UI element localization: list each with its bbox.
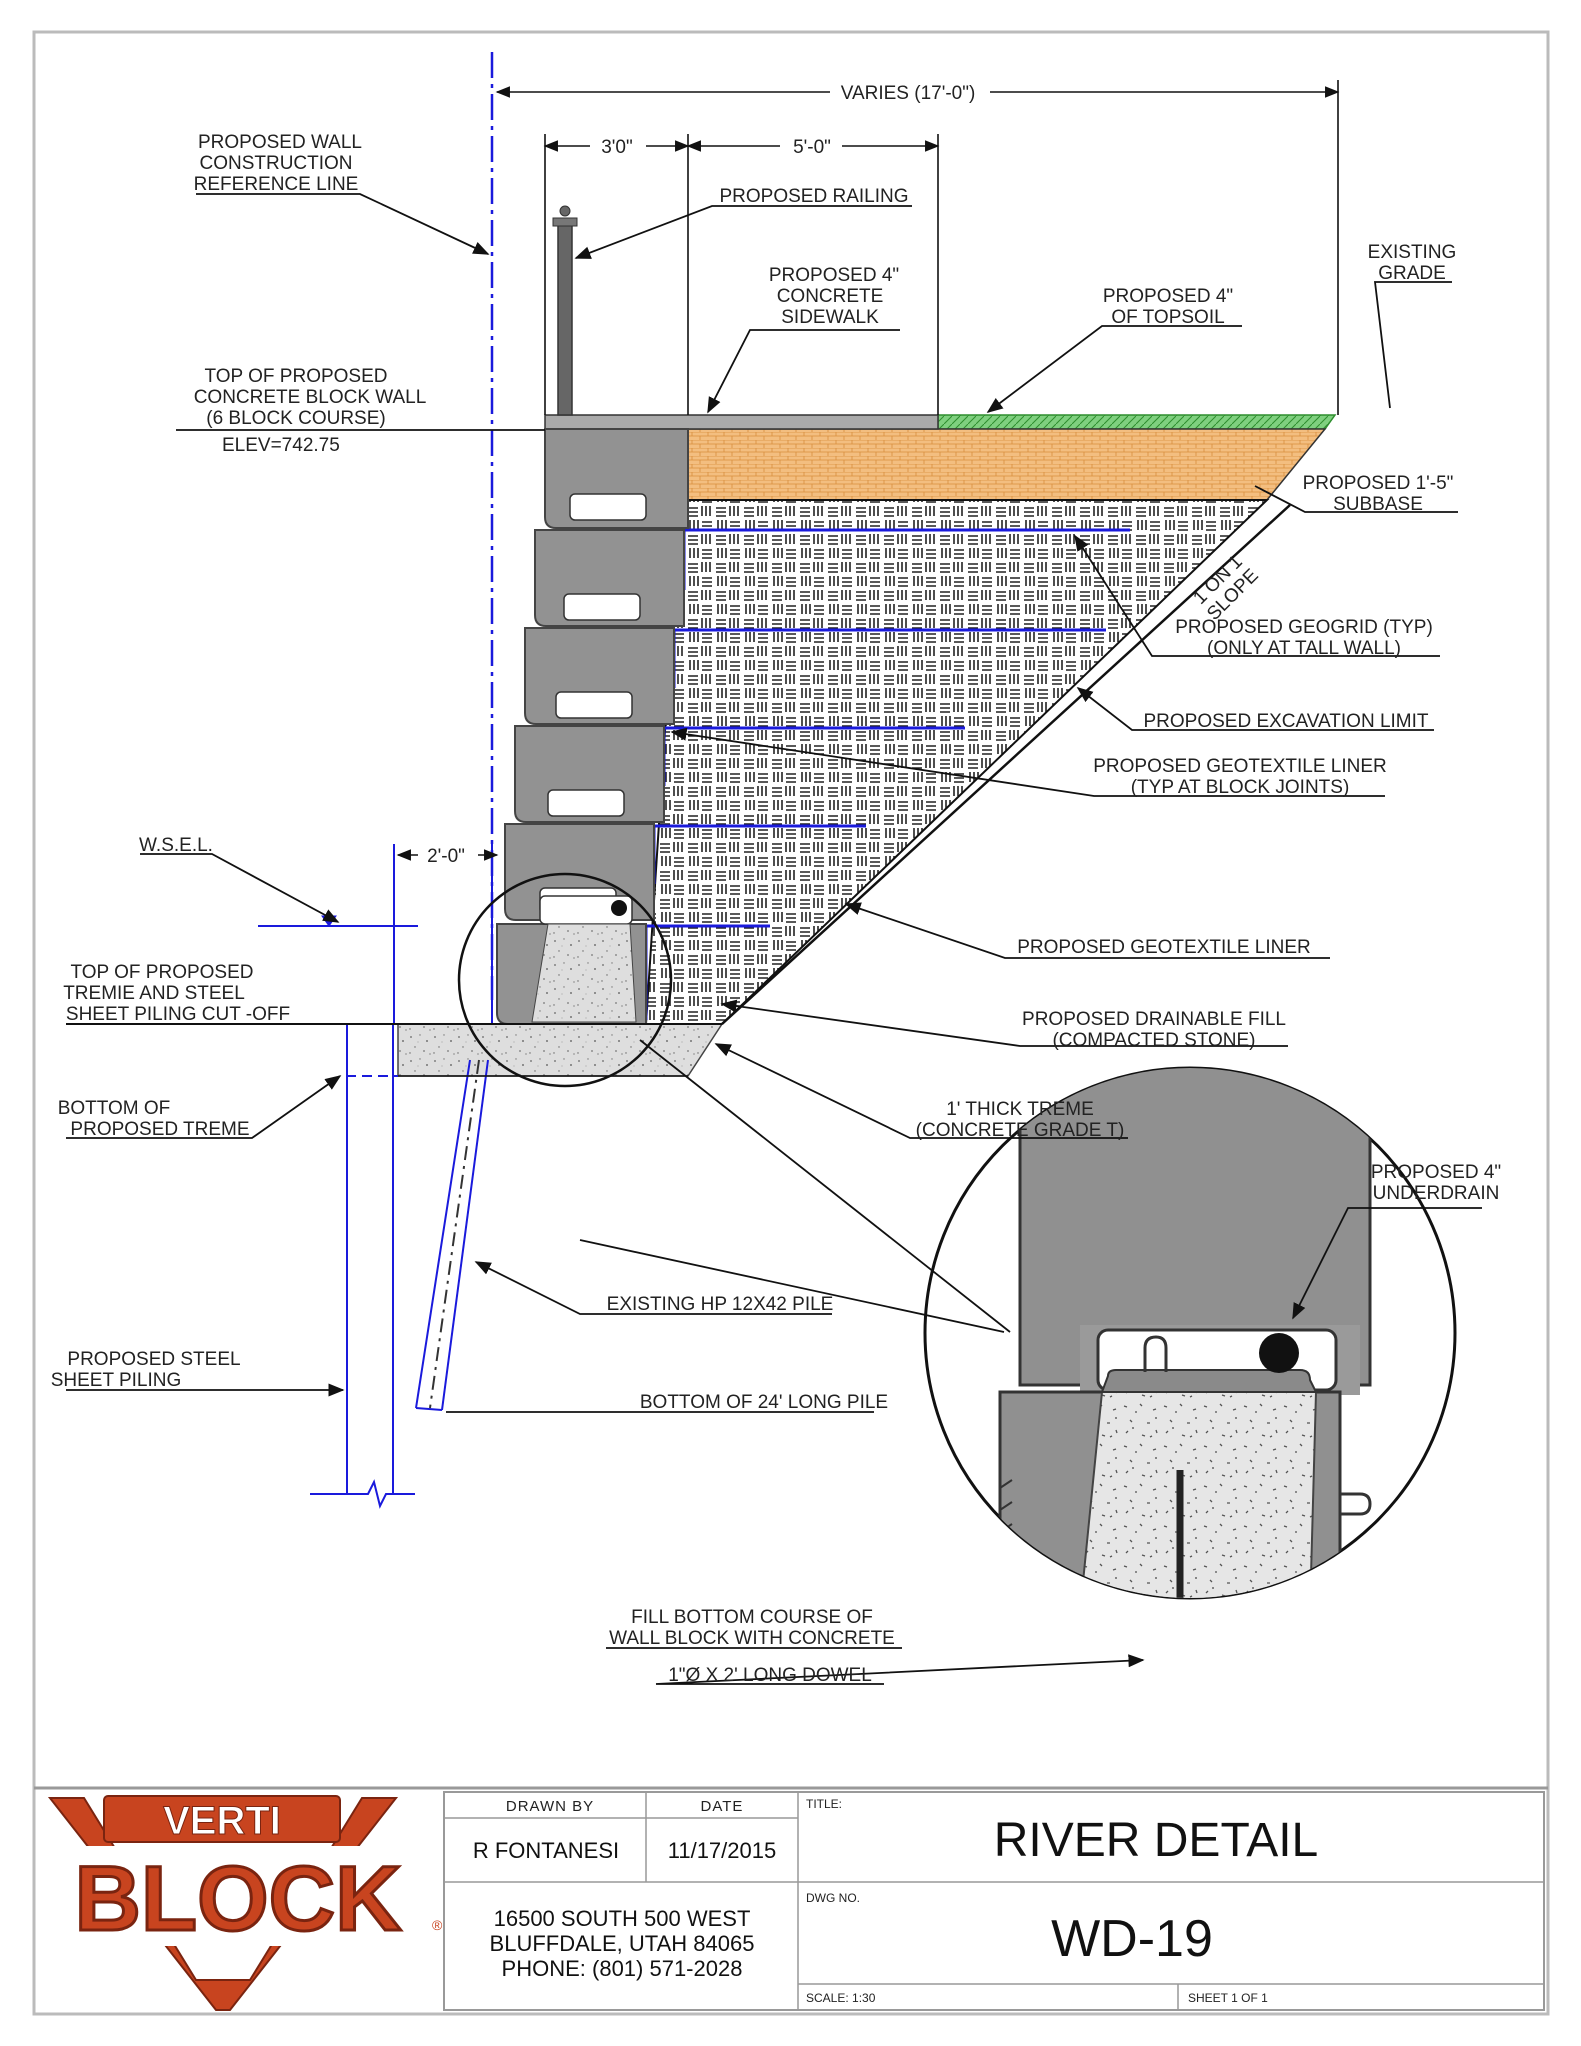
dim-three-ft: 3'0" bbox=[601, 137, 633, 158]
label-excavation: PROPOSED EXCAVATION LIMIT bbox=[1143, 711, 1428, 732]
dwg-number: WD-19 bbox=[1051, 1910, 1213, 1968]
dim-two-ft: 2'-0" bbox=[427, 846, 465, 867]
label-top-wall-3: (6 BLOCK COURSE) bbox=[206, 408, 385, 429]
label-topsoil-1: PROPOSED 4" bbox=[1103, 286, 1233, 307]
label-sidewalk-2: CONCRETE bbox=[777, 286, 884, 307]
label-treme-bottom-1: BOTTOM OF bbox=[58, 1098, 171, 1119]
detail-callout-circle bbox=[457, 872, 673, 1088]
label-ref-line-1: PROPOSED WALL bbox=[198, 132, 362, 153]
label-dowel: 1"Ø X 2' LONG DOWEL bbox=[668, 1665, 872, 1686]
drawing-title: RIVER DETAIL bbox=[994, 1814, 1319, 1867]
label-top-wall-2: CONCRETE BLOCK WALL bbox=[194, 387, 427, 408]
label-existing-grade-2: GRADE bbox=[1378, 263, 1446, 284]
enlarged-detail bbox=[923, 1066, 1457, 1600]
label-railing: PROPOSED RAILING bbox=[720, 186, 909, 207]
label-geotextile-joints-2: (TYP AT BLOCK JOINTS) bbox=[1131, 777, 1350, 798]
leader-lines bbox=[66, 193, 1482, 1685]
label-geotextile-joints-1: PROPOSED GEOTEXTILE LINER bbox=[1093, 756, 1387, 777]
label-tremie-top-3: SHEET PILING CUT -OFF bbox=[66, 1004, 290, 1025]
drawn-by-value: R FONTANESI bbox=[473, 1838, 619, 1863]
railing-post bbox=[557, 223, 573, 416]
title-label: TITLE: bbox=[806, 1797, 842, 1811]
label-fill-bottom-2: WALL BLOCK WITH CONCRETE bbox=[609, 1628, 895, 1649]
label-sidewalk-1: PROPOSED 4" bbox=[769, 265, 899, 286]
label-top-wall-1: TOP OF PROPOSED bbox=[204, 366, 387, 387]
label-sidewalk-3: SIDEWALK bbox=[781, 307, 879, 328]
label-treme-2: (CONCRETE GRADE T) bbox=[916, 1120, 1125, 1141]
dwg-label: DWG NO. bbox=[806, 1891, 860, 1905]
label-geogrid-2: (ONLY AT TALL WALL) bbox=[1207, 638, 1401, 659]
label-underdrain-1: PROPOSED 4" bbox=[1371, 1162, 1501, 1183]
label-tremie-top-2: TREMIE AND STEEL bbox=[63, 983, 245, 1004]
labels: PROPOSED WALL CONSTRUCTION REFERENCE LIN… bbox=[51, 132, 1501, 1686]
label-topsoil-2: OF TOPSOIL bbox=[1111, 307, 1224, 328]
label-drainable-2: (COMPACTED STONE) bbox=[1052, 1030, 1255, 1051]
subbase-layer bbox=[687, 428, 1327, 501]
label-existing-grade-1: EXISTING bbox=[1368, 242, 1457, 263]
label-sheet-piling-1: PROPOSED STEEL bbox=[67, 1349, 240, 1370]
label-elev: ELEV=742.75 bbox=[222, 435, 340, 456]
address-line-1: 16500 SOUTH 500 WEST bbox=[494, 1906, 751, 1931]
dim-varies: VARIES (17'-0") bbox=[841, 83, 976, 104]
address-line-3: PHONE: (801) 571-2028 bbox=[502, 1956, 743, 1981]
label-geotextile: PROPOSED GEOTEXTILE LINER bbox=[1017, 937, 1311, 958]
block-wall bbox=[496, 205, 939, 1025]
logo-top: VERTI bbox=[163, 1799, 281, 1843]
address-line-2: BLUFFDALE, UTAH 84065 bbox=[490, 1931, 755, 1956]
detail-underdrain bbox=[1259, 1333, 1299, 1373]
detail-upper-block bbox=[1018, 1068, 1372, 1387]
label-treme-1: 1' THICK TREME bbox=[946, 1099, 1094, 1120]
logo-reg: ® bbox=[432, 1917, 443, 1933]
sheet-border bbox=[32, 30, 1550, 2016]
label-ref-line-2: CONSTRUCTION bbox=[199, 153, 352, 174]
date-value: 11/17/2015 bbox=[668, 1838, 776, 1863]
label-ref-line-3: REFERENCE LINE bbox=[194, 174, 359, 195]
label-sheet-piling-2: SHEET PILING bbox=[51, 1370, 182, 1391]
topsoil-strip bbox=[937, 414, 1337, 430]
piles bbox=[258, 52, 494, 1509]
label-subbase-2: SUBBASE bbox=[1333, 494, 1423, 515]
treme-slab bbox=[397, 1023, 724, 1077]
label-underdrain-2: UNDERDRAIN bbox=[1373, 1183, 1500, 1204]
label-geogrid-1: PROPOSED GEOGRID (TYP) bbox=[1175, 617, 1433, 638]
scale-value: SCALE: 1:30 bbox=[806, 1991, 876, 2005]
drawn-by-label: DRAWN BY bbox=[506, 1798, 594, 1815]
vertiblock-logo: VERTI BLOCK ® V bbox=[47, 1795, 443, 2011]
logo-bottom: V bbox=[222, 2005, 224, 2007]
label-treme-bottom-2: PROPOSED TREME bbox=[70, 1119, 249, 1140]
label-tremie-top-1: TOP OF PROPOSED bbox=[70, 962, 253, 983]
concrete-filled-course bbox=[531, 923, 637, 1023]
date-label: DATE bbox=[701, 1798, 744, 1815]
logo-main: BLOCK bbox=[74, 1848, 401, 1950]
label-wsel: W.S.E.L. bbox=[139, 835, 213, 856]
label-pile-bottom: BOTTOM OF 24' LONG PILE bbox=[640, 1392, 888, 1413]
label-drainable-1: PROPOSED DRAINABLE FILL bbox=[1022, 1009, 1286, 1030]
sidewalk bbox=[544, 414, 939, 430]
label-fill-bottom-1: FILL BOTTOM COURSE OF bbox=[631, 1607, 873, 1628]
label-hp-pile: EXISTING HP 12X42 PILE bbox=[607, 1294, 834, 1315]
label-subbase-1: PROPOSED 1'-5" bbox=[1303, 473, 1454, 494]
dim-five-ft: 5'-0" bbox=[793, 137, 831, 158]
title-block: VERTI BLOCK ® V DRAWN BY R FONTANESI DAT… bbox=[34, 1786, 1548, 2011]
underdrain-pipe bbox=[611, 900, 627, 916]
sheet-value: SHEET 1 OF 1 bbox=[1188, 1991, 1268, 2005]
excavation-line bbox=[721, 504, 1291, 1025]
